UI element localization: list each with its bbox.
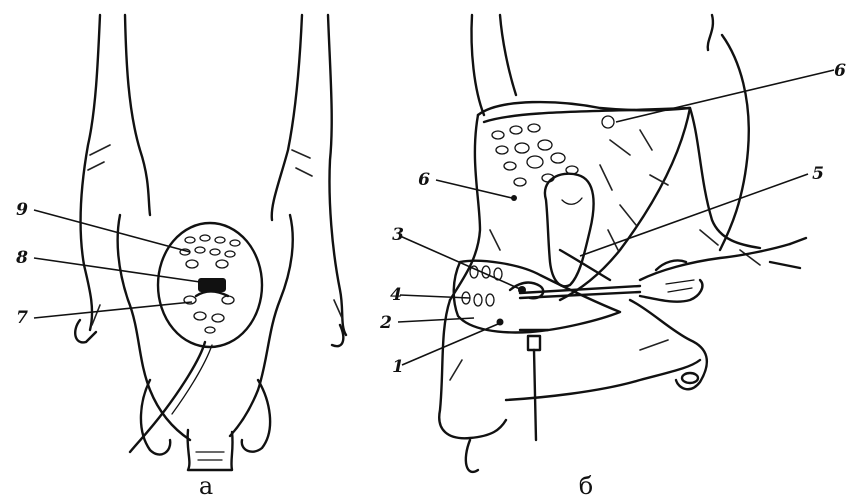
leader-4 (400, 295, 470, 298)
caption-b: б (579, 472, 593, 499)
label-9: 9 (16, 200, 28, 220)
leader-7 (34, 302, 192, 318)
caption-a: а (199, 472, 213, 499)
leader-6-top (616, 70, 834, 122)
holes-panel-b (492, 124, 578, 186)
label-6-left: 6 (418, 170, 430, 190)
leader-5 (580, 174, 808, 256)
label-1: 1 (392, 357, 404, 377)
probe-clip (528, 336, 540, 350)
label-2: 2 (379, 313, 392, 333)
label-5: 5 (812, 164, 824, 184)
leader-9 (34, 210, 190, 252)
label-6-top: 6 (834, 61, 846, 81)
instrument-mark (198, 278, 226, 292)
label-8: 8 (15, 248, 28, 268)
label-7: 7 (16, 308, 28, 328)
label-4: 4 (390, 285, 402, 305)
leader-1 (402, 324, 498, 365)
leader-6-left (436, 180, 512, 198)
panel-b-drawing (439, 15, 806, 472)
label-3: 3 (392, 225, 404, 245)
panel-a-drawing (75, 15, 346, 470)
leader-8 (34, 258, 200, 282)
